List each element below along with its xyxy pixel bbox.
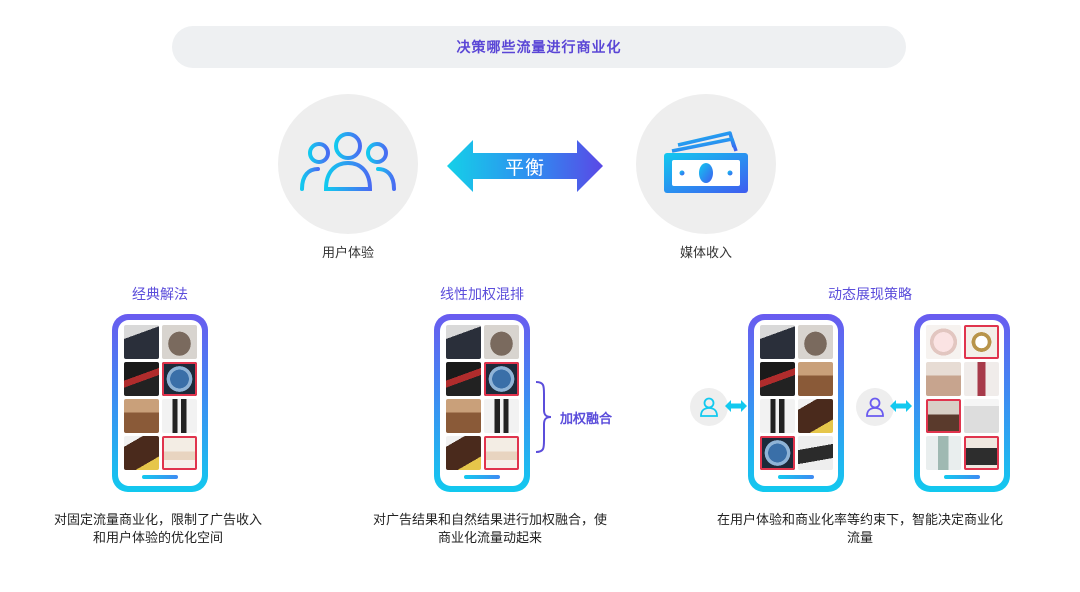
- section-description-classic: 对固定流量商业化，限制了广告收入 和用户体验的优化空间: [28, 512, 288, 548]
- product-thumbnail: [760, 362, 795, 396]
- product-thumbnail: [446, 399, 481, 433]
- users-circle: [278, 94, 418, 234]
- product-thumbnail: [798, 325, 833, 359]
- description-line: 和用户体验的优化空间: [92, 531, 223, 546]
- ad-thumbnail: [162, 362, 197, 396]
- money-circle: [636, 94, 776, 234]
- product-thumbnail: [124, 325, 159, 359]
- description-line: 流量: [846, 531, 873, 546]
- page-title-banner: 决策哪些流量进行商业化: [172, 26, 906, 68]
- product-thumbnail: [798, 362, 833, 396]
- weighted-fusion-label: 加权融合: [560, 412, 613, 427]
- product-thumbnail: [124, 436, 159, 470]
- product-thumbnail: [162, 325, 197, 359]
- user-icon: [866, 397, 884, 417]
- phone-home-bar: [944, 475, 980, 479]
- balance-label: 平衡: [504, 156, 545, 179]
- balance-arrow: 平衡: [447, 140, 603, 192]
- product-thumbnail: [124, 362, 159, 396]
- product-thumbnail: [484, 325, 519, 359]
- user-icon: [700, 397, 718, 417]
- double-arrow-icon: [890, 400, 912, 412]
- section-title-classic: 经典解法: [132, 287, 188, 303]
- media-revenue-label: 媒体收入: [679, 246, 732, 261]
- ad-thumbnail: [964, 436, 999, 470]
- product-thumbnail: [484, 399, 519, 433]
- page-title: 决策哪些流量进行商业化: [456, 40, 622, 56]
- phone-home-bar: [142, 475, 178, 479]
- phone-mockup-linear: [434, 314, 530, 492]
- users-group-icon: [300, 132, 396, 191]
- money-cash-icon: [664, 131, 748, 193]
- product-thumbnail: [124, 399, 159, 433]
- product-thumbnail: [964, 362, 999, 396]
- description-line: 对固定流量商业化，限制了广告收入: [53, 513, 262, 528]
- product-thumbnail: [798, 436, 833, 470]
- user-circle-small: [690, 388, 728, 426]
- product-thumbnail: [162, 399, 197, 433]
- ad-thumbnail: [926, 399, 961, 433]
- brace-icon: [535, 381, 552, 453]
- section-title-dynamic: 动态展现策略: [828, 287, 912, 303]
- phone-screen: [118, 320, 202, 486]
- product-thumbnail: [926, 436, 961, 470]
- description-line: 商业化流量动起来: [437, 531, 542, 546]
- phone-mockup-dynamic-a: [748, 314, 844, 492]
- ad-thumbnail: [760, 436, 795, 470]
- phone-mockup-classic: [112, 314, 208, 492]
- section-description-linear: 对广告结果和自然结果进行加权融合，使 商业化流量动起来: [340, 512, 640, 548]
- product-thumbnail: [760, 399, 795, 433]
- section-title-linear-weighted: 线性加权混排: [440, 287, 524, 303]
- product-thumbnail: [964, 399, 999, 433]
- description-line: 在用户体验和商业化率等约束下，智能决定商业化: [716, 513, 1003, 528]
- phone-home-bar: [464, 475, 500, 479]
- product-thumbnail: [760, 325, 795, 359]
- product-thumbnail: [926, 362, 961, 396]
- ad-thumbnail: [484, 436, 519, 470]
- phone-screen: [440, 320, 524, 486]
- phone-home-bar: [778, 475, 814, 479]
- user-experience-label: 用户体验: [321, 246, 374, 261]
- double-arrow-icon: [447, 140, 603, 192]
- ad-thumbnail: [484, 362, 519, 396]
- description-line: 对广告结果和自然结果进行加权融合，使: [372, 513, 607, 528]
- product-thumbnail: [446, 325, 481, 359]
- ad-thumbnail: [964, 325, 999, 359]
- phone-screen: [920, 320, 1004, 486]
- product-thumbnail: [798, 399, 833, 433]
- product-thumbnail: [446, 362, 481, 396]
- product-thumbnail: [446, 436, 481, 470]
- double-arrow-icon: [725, 400, 747, 412]
- user-circle-small: [856, 388, 894, 426]
- phone-mockup-dynamic-b: [914, 314, 1010, 492]
- product-thumbnail: [926, 325, 961, 359]
- ad-thumbnail: [162, 436, 197, 470]
- phone-screen: [754, 320, 838, 486]
- section-description-dynamic: 在用户体验和商业化率等约束下，智能决定商业化 流量: [680, 512, 1040, 548]
